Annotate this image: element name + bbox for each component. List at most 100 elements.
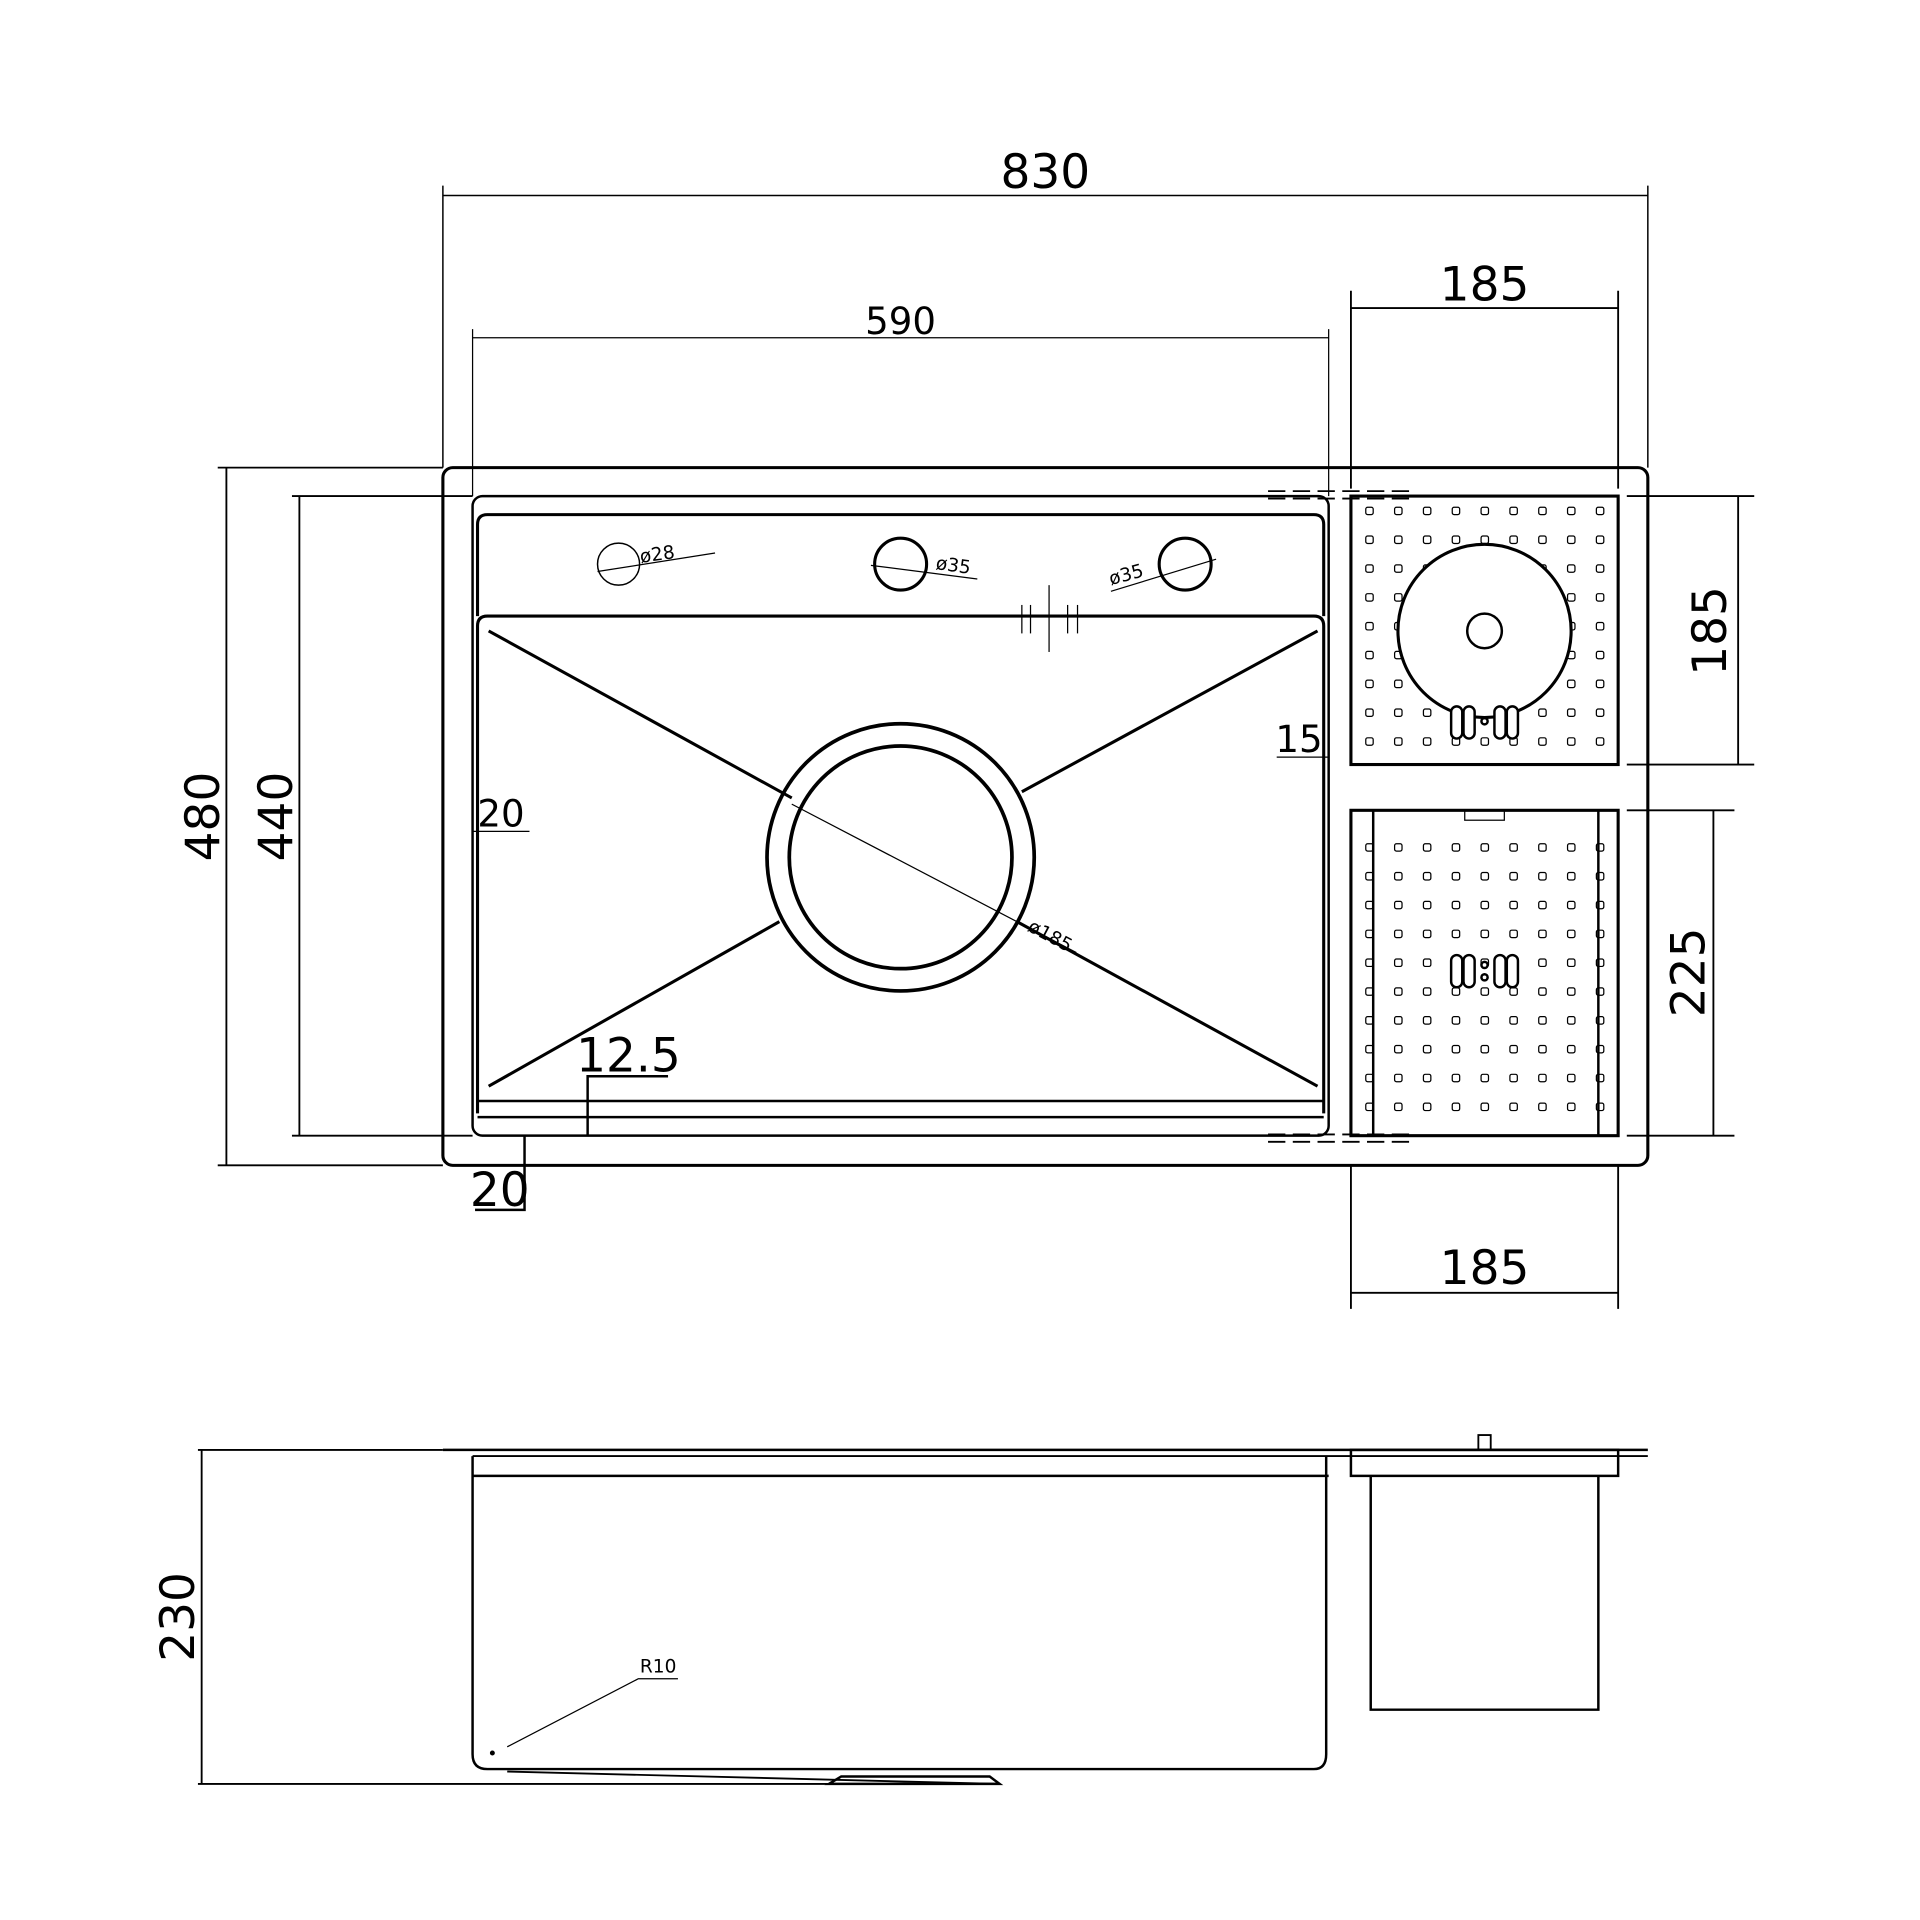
drain-hole [1566,929,1576,939]
dim-225 [1626,809,1735,1137]
drain-hole [1393,1102,1403,1112]
dim-230-label: 230 [151,1572,206,1662]
drain-hole [1480,506,1490,516]
drain-hole [1365,987,1374,996]
dim-225-label: 225 [1662,928,1717,1018]
drain-hole [1595,621,1605,631]
drain-hole [1451,843,1461,852]
drain-hole [1393,843,1403,852]
drain-hole [1393,1044,1403,1054]
drain-hole [1365,929,1374,939]
drain-hole [1393,737,1403,746]
drain-hole [1538,1016,1547,1025]
bowl-outline [471,494,1330,1137]
drain-hole [1566,564,1576,573]
drain-hole [1365,621,1374,631]
dim-185-top [1350,290,1620,489]
drain-outer-circle [765,721,1037,993]
drain-hole [1422,871,1432,881]
drain-hole [1509,843,1518,852]
drain-hole [1480,871,1490,881]
drain-hole [1451,871,1461,881]
drain-hole [1480,929,1490,939]
drain-hole [1480,535,1490,545]
basket-side-profile [1369,1475,1600,1711]
drain-hole [1393,535,1403,545]
drain-hole [1365,843,1374,852]
drain-hole [1393,564,1403,573]
drain-hole [1509,506,1518,516]
drain-hole [1595,871,1605,881]
drain-hole [1566,535,1576,545]
drain-hole [1365,564,1374,573]
drain-hole [1365,650,1374,660]
drain-hole [1595,1016,1605,1025]
drain-hole [1365,506,1374,516]
drain-hole [1595,1073,1605,1083]
faucet-hole-2-label: ø35 [935,553,973,579]
drain-hole [1509,871,1518,881]
drain-hole [1451,1073,1461,1083]
drain-hole [1365,1073,1374,1083]
drain-hole [1595,843,1605,852]
drain-hole [1393,593,1403,602]
board-center-hole [1465,612,1504,650]
drain-hole [1595,929,1605,939]
drain-hole [1480,987,1490,996]
dim-185-right [1626,495,1755,766]
drain-slopes [487,629,1319,1088]
drain-hole [1451,1102,1461,1112]
drain-hole [1393,871,1403,881]
drain-hole [1451,1044,1461,1054]
dim-15-label: 15 [1275,718,1322,761]
drain-hole [1566,900,1576,910]
top-view: 830 590 185 [176,145,1755,1309]
drain-hole [1595,900,1605,910]
drain-hole [1422,958,1432,968]
drain-hole [1451,535,1461,545]
drain-inner-circle [787,744,1014,971]
drain-hole [1509,929,1518,939]
drain-hole [1538,535,1547,545]
dim-830 [442,185,1649,468]
drain-hole [1365,1102,1374,1112]
board-slots [1449,705,1520,740]
faucet-hole-1 [596,542,641,586]
drain-hole [1538,958,1547,968]
basket-drain-holes [1365,843,1605,1112]
drain-hole [1595,506,1605,516]
drain-hole [1538,506,1547,516]
drain-hole [1538,929,1547,939]
drain-hole [1595,593,1605,602]
drain-hole [1365,593,1374,602]
hidden-lines [1268,490,1413,1143]
drain-hole [1422,843,1432,852]
drain-hole [1509,1102,1518,1112]
drain-hole [1480,1044,1490,1054]
dim-480 [217,466,443,1167]
dim-185-top-label: 185 [1440,258,1530,313]
drain-hole [1595,708,1605,718]
drain-hole [1595,737,1605,746]
drain-hole [1393,900,1403,910]
drain-hole [1422,1044,1432,1054]
dim-185-bottom [1350,1165,1620,1309]
drain-hole [1509,1016,1518,1025]
dim-12-5-label: 12.5 [576,1028,681,1083]
radius-label: R10 [640,1657,676,1678]
drain-hole [1480,1016,1490,1025]
drain-hole [1422,737,1432,746]
drain-hole [1595,650,1605,660]
drain-hole [1595,1102,1605,1112]
drain-hole [1365,1044,1374,1054]
drain-hole [1509,535,1518,545]
drain-hole [1422,929,1432,939]
drain-hole [1566,958,1576,968]
drain-hole [1422,1102,1432,1112]
drain-hole [1393,1073,1403,1083]
drain-hole [1566,737,1576,746]
dim-230 [197,1448,1000,1785]
drain-hole [1451,900,1461,910]
drain-hole [1509,900,1518,910]
drain-hole [1566,1073,1576,1083]
